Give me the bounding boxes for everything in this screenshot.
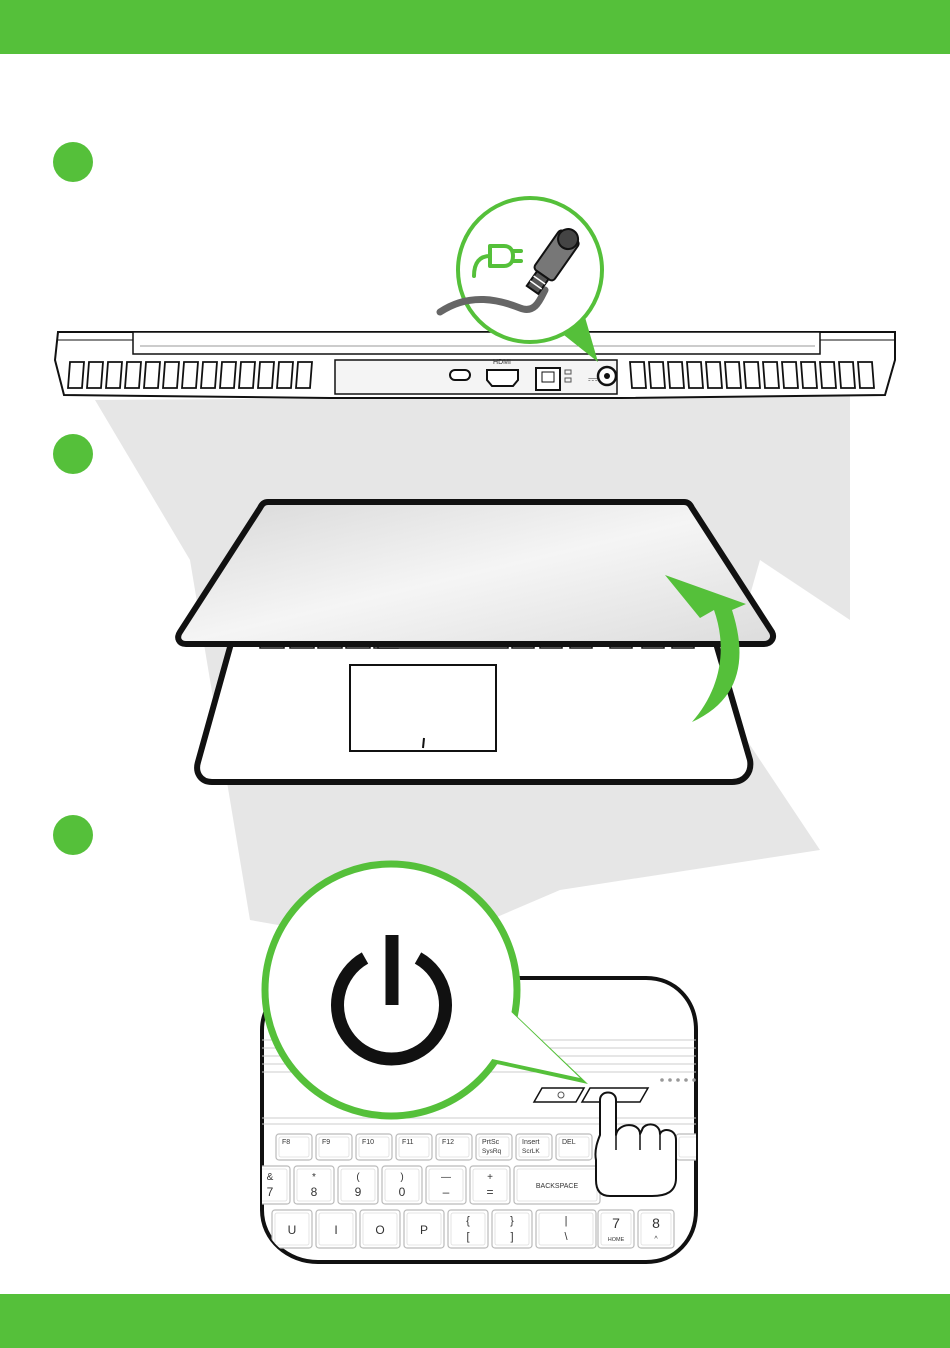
key-num-8-label: * — [312, 1172, 316, 1183]
vent-slot — [163, 362, 179, 388]
rear-port-usbc — [450, 370, 470, 380]
vent-slot — [630, 362, 646, 388]
key-num-8[interactable]: *8 — [294, 1166, 334, 1204]
key-bracket-2-label: | — [565, 1215, 568, 1227]
vent-slot — [144, 362, 160, 388]
key-insert-label: ScrLK — [522, 1148, 540, 1155]
key-f10[interactable]: F10 — [356, 1134, 392, 1160]
vent-slot — [725, 362, 741, 388]
key-num-0-label: 0 — [399, 1185, 406, 1199]
vent-slot — [687, 362, 703, 388]
key-u-label: U — [288, 1223, 297, 1237]
laptop-lid — [178, 502, 773, 644]
key-bracket-0-label: { — [466, 1215, 470, 1227]
numpad-7-key-label: HOME — [608, 1237, 625, 1243]
key-f8-label: F8 — [282, 1139, 290, 1146]
key-insert-label: Insert — [522, 1139, 540, 1146]
key-num-7[interactable]: &7 — [250, 1166, 290, 1204]
control-center-button — [534, 1088, 584, 1102]
vent-slot — [296, 362, 312, 388]
key-f9[interactable]: F9 — [316, 1134, 352, 1160]
vent-slot — [106, 362, 122, 388]
key-num-7-label: & — [267, 1172, 274, 1183]
key-p[interactable]: P — [404, 1210, 444, 1248]
key-f12[interactable]: F12 — [436, 1134, 472, 1160]
key-u[interactable]: U — [272, 1210, 312, 1248]
dc-in-port — [598, 367, 616, 385]
key-num-9[interactable]: (9 — [338, 1166, 378, 1204]
key-num-=[interactable]: += — [470, 1166, 510, 1204]
svg-text:⎓: ⎓ — [588, 372, 598, 386]
key-del-label: DEL — [562, 1139, 576, 1146]
dc-in-icon: ⎓ — [588, 372, 598, 386]
key-num-–-label: – — [443, 1185, 450, 1199]
vent-slot — [258, 362, 274, 388]
key-i-label: I — [334, 1223, 337, 1237]
hdmi-label: HDMI — [493, 359, 511, 366]
vent-slot — [858, 362, 874, 388]
step-1-indicator — [53, 142, 93, 182]
vent-slot — [220, 362, 236, 388]
vent-slot — [801, 362, 817, 388]
key-num-0-label: ) — [400, 1172, 403, 1183]
vent-slot — [201, 362, 217, 388]
key-p-label: P — [420, 1223, 428, 1237]
key-o-label: O — [375, 1223, 384, 1237]
key-i[interactable]: I — [316, 1210, 356, 1248]
laptop-base — [197, 640, 750, 782]
key-f11[interactable]: F11 — [396, 1134, 432, 1160]
key-del[interactable]: DEL — [556, 1134, 592, 1160]
key-bracket-2[interactable]: |\ — [536, 1210, 596, 1248]
numpad-8-key[interactable]: 8^ — [638, 1210, 674, 1248]
key-bracket-1[interactable]: }] — [492, 1210, 532, 1248]
vent-slot — [277, 362, 293, 388]
vent-slot — [839, 362, 855, 388]
key-num-0[interactable]: )0 — [382, 1166, 422, 1204]
key-f12-label: F12 — [442, 1139, 454, 1146]
vent-slot — [668, 362, 684, 388]
key-num-–-label: — — [441, 1172, 451, 1183]
key-num-7-label: 7 — [267, 1185, 274, 1199]
vent-slot — [763, 362, 779, 388]
key-num-=-label: = — [486, 1185, 493, 1199]
vent-slot — [649, 362, 665, 388]
vent-slot — [820, 362, 836, 388]
key-f10-label: F10 — [362, 1139, 374, 1146]
key-num-=-label: + — [487, 1172, 493, 1183]
key-o[interactable]: O — [360, 1210, 400, 1248]
vent-slot — [87, 362, 103, 388]
key-num-8-label: 8 — [311, 1185, 318, 1199]
bottom-green-band — [0, 1294, 950, 1348]
key-prtsc-label: SysRq — [482, 1148, 502, 1155]
vent-slot — [782, 362, 798, 388]
vent-slot — [706, 362, 722, 388]
key-bracket-0[interactable]: {[ — [448, 1210, 488, 1248]
vent-slot — [68, 362, 84, 388]
key-bracket-1-label: ] — [510, 1231, 513, 1243]
key-prtsc-label: PrtSc — [482, 1139, 500, 1146]
key-f11-label: F11 — [402, 1139, 414, 1146]
vent-slot — [239, 362, 255, 388]
step-3-indicator — [53, 815, 93, 855]
backspace-key-label: BACKSPACE — [536, 1183, 579, 1190]
numpad-7-key-label: 7 — [612, 1215, 620, 1231]
rear-port-ethernet — [536, 368, 560, 390]
numpad-8-key-label: 8 — [652, 1215, 660, 1231]
key-num-–[interactable]: —– — [426, 1166, 466, 1204]
key-partial-right[interactable] — [676, 1134, 712, 1160]
step-2-indicator — [53, 434, 93, 474]
key-f8[interactable]: F8 — [276, 1134, 312, 1160]
backspace-key[interactable]: BACKSPACE — [514, 1166, 600, 1204]
vent-slot — [182, 362, 198, 388]
key-bracket-1-label: } — [510, 1215, 514, 1227]
vent-slot — [744, 362, 760, 388]
key-bracket-0-label: [ — [466, 1231, 469, 1243]
key-f9-label: F9 — [322, 1139, 330, 1146]
vent-slot — [125, 362, 141, 388]
key-num-9-label: 9 — [355, 1185, 362, 1199]
